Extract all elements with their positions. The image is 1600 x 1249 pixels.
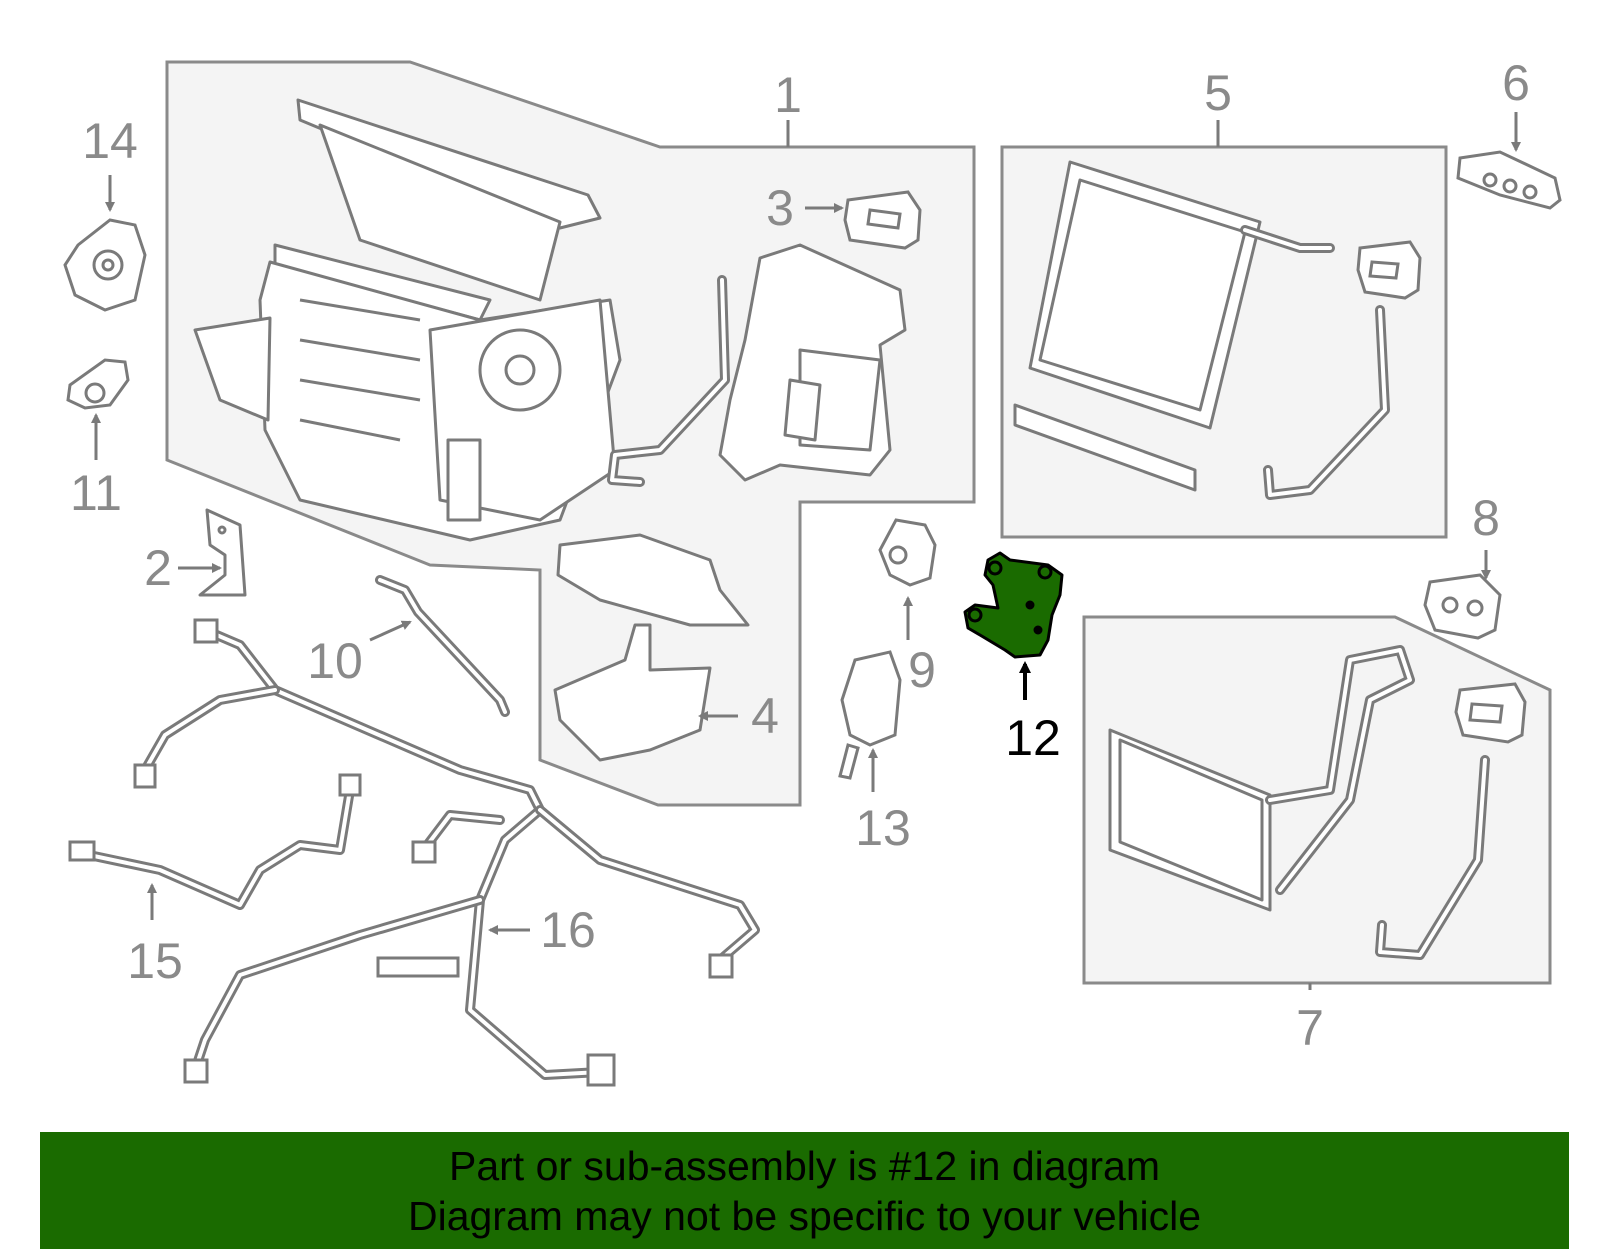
seal-part-3 — [843, 190, 922, 250]
grommet-part-8 — [1423, 573, 1502, 640]
callout-2: 2 — [144, 540, 172, 596]
actuator-part-14 — [63, 218, 147, 312]
group-box-7 — [1082, 615, 1552, 985]
grommet-part-6 — [1456, 150, 1562, 210]
resistor-part-9 — [878, 518, 937, 587]
seal-part-7 — [1454, 682, 1527, 744]
blower-case — [718, 243, 907, 482]
seal-part-5 — [1356, 240, 1422, 300]
callout-5: 5 — [1204, 65, 1232, 121]
motor-part-13 — [838, 650, 902, 780]
heater-core — [1108, 728, 1272, 912]
duct-piece — [553, 533, 750, 762]
highlighted-part-12[interactable] — [963, 551, 1064, 659]
rod-part-10 — [375, 575, 510, 717]
callout-7: 7 — [1296, 1000, 1324, 1056]
callout-15: 15 — [127, 933, 183, 989]
callout-1: 1 — [774, 67, 802, 123]
callout-11: 11 — [70, 465, 122, 521]
callout-8: 8 — [1472, 490, 1500, 546]
evaporator-core — [1013, 160, 1262, 492]
bracket-part-2 — [198, 508, 247, 597]
leader-lines — [91, 112, 1521, 990]
callout-3: 3 — [766, 180, 794, 236]
info-banner: Part or sub-assembly is #12 in diagram D… — [40, 1132, 1569, 1249]
callout-12: 12 — [1005, 710, 1061, 766]
callout-14: 14 — [82, 113, 138, 169]
hvac-housing — [193, 98, 622, 542]
sensor-part-11 — [66, 358, 130, 410]
banner-line-part: Part or sub-assembly is #12 in diagram — [449, 1142, 1160, 1189]
banner-line-disclaimer: Diagram may not be specific to your vehi… — [407, 1192, 1201, 1239]
wire-connectors — [68, 618, 734, 1087]
callout-10: 10 — [307, 633, 363, 689]
callout-16: 16 — [540, 902, 596, 958]
wire-harness — [70, 625, 760, 1080]
callout-6: 6 — [1502, 55, 1530, 111]
callout-13: 13 — [855, 800, 911, 856]
callout-4: 4 — [751, 688, 779, 744]
callout-9: 9 — [908, 642, 936, 698]
